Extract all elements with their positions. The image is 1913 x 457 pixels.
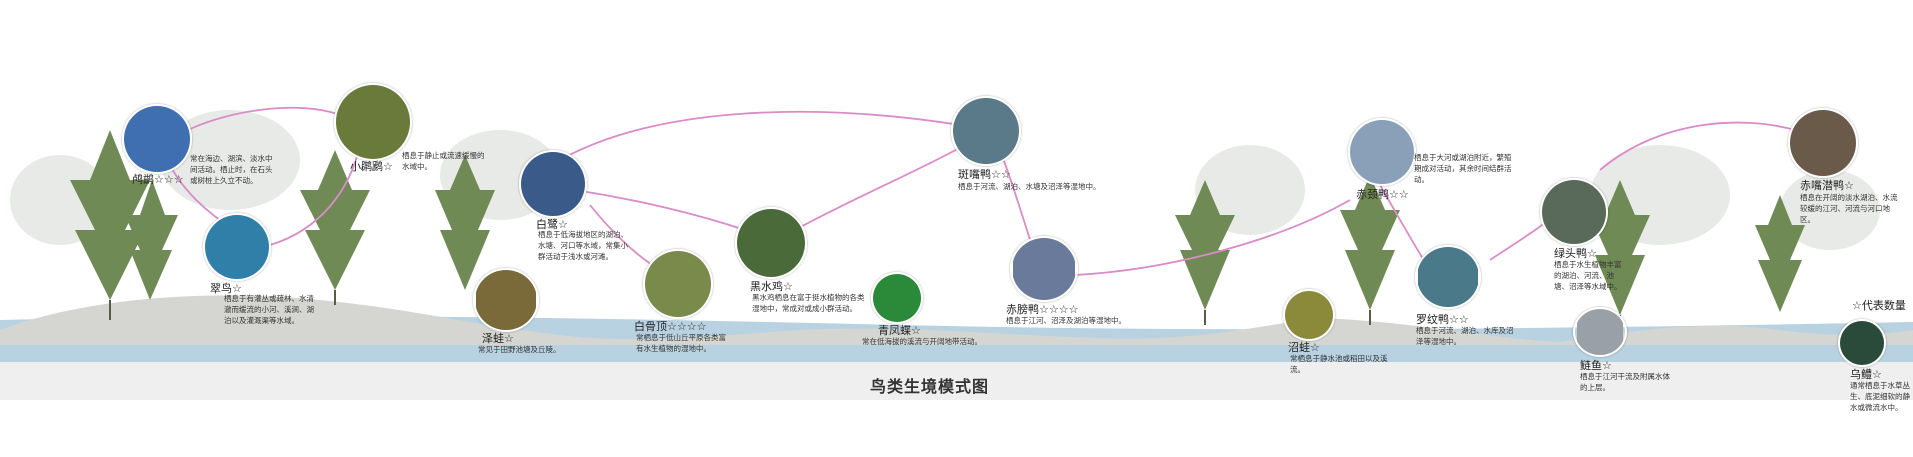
- species-desc: 常栖息于低山丘平原各类富有水生植物的湿地中。: [636, 333, 726, 353]
- species-desc: 常见于田野池塘及丘陵。: [478, 345, 561, 354]
- falcated-duck-icon: [1415, 245, 1481, 309]
- species-desc: 栖息于江河、沼泽及湖泊等湿地中。: [1006, 316, 1126, 325]
- species-name: 黑水鸡☆: [750, 280, 793, 293]
- species-name: 赤膀鸭☆☆☆☆: [1006, 303, 1079, 316]
- species-desc: 常栖息于静水池或稻田以及溪流。: [1290, 354, 1388, 374]
- species-name: 赤颈鸭☆☆: [1356, 188, 1409, 201]
- species-desc: 栖息于低海拔地区的湖泊、水塘、河口等水域，常集小群活动于浅水或河滩。: [538, 230, 628, 261]
- little-grebe-icon: [334, 83, 412, 161]
- spot-billed-duck-icon: [951, 96, 1021, 166]
- species-desc: 黑水鸡栖息在富于挺水植物的各类湿地中，常成对或成小群活动。: [752, 293, 865, 313]
- coot-icon: [643, 249, 713, 319]
- cormorant-icon: [122, 104, 192, 174]
- diagram-title: 鸟类生境模式图: [870, 377, 990, 396]
- species-name: 小䴙䴘☆: [350, 160, 393, 173]
- silver-carp-icon: [1573, 307, 1627, 357]
- species-desc: 栖息于河流、湖泊、水塘及沼泽等湿地中。: [958, 182, 1101, 191]
- legend-star-meaning: ☆代表数量: [1852, 299, 1906, 312]
- mallard-icon: [1540, 178, 1608, 246]
- species-desc: 栖息于大河或湖泊附近，繁殖期成对活动，其余时间结群活动。: [1414, 153, 1512, 184]
- species-name: 乌鳢☆: [1850, 368, 1882, 381]
- species-name: 赤嘴潜鸭☆: [1800, 179, 1854, 192]
- swallowtail-butterfly-icon: [871, 272, 923, 324]
- species-desc: 常在海边、湖滨、淡水中间活动。栖止时，在石头或树桩上久立不动。: [190, 154, 273, 185]
- species-desc: 栖息于河流、湖泊、水库及沼泽等湿地中。: [1416, 326, 1514, 346]
- species-name: 泽蛙☆: [482, 332, 514, 345]
- species-name: 青凤蝶☆: [878, 324, 921, 337]
- species-name: 鸬鹚☆☆☆: [132, 173, 184, 186]
- species-desc: 栖息于静止或流速缓慢的水域中。: [402, 151, 485, 171]
- species-desc: 栖息于江河干流及附属水体的上层。: [1580, 372, 1670, 392]
- gadwall-icon: [1010, 236, 1078, 302]
- species-name: 白鹭☆: [536, 218, 568, 231]
- species-name: 翠鸟☆: [210, 282, 242, 295]
- species-desc: 栖息在开阔的淡水湖泊、水流较缓的江河、河流与河口地区。: [1800, 193, 1898, 224]
- kingfisher-icon: [203, 213, 271, 281]
- snakehead-fish-icon: [1838, 319, 1886, 367]
- marsh-frog-icon: [1283, 289, 1335, 341]
- species-desc: 通常栖息于水草丛生、底泥细软的静水或微流水中。: [1850, 381, 1910, 412]
- ground-hills: [0, 295, 1913, 345]
- species-name: 罗纹鸭☆☆: [1416, 313, 1469, 326]
- species-desc: 栖息于有灌丛或疏林、水清澈而缓流的小河、溪涧、湖泊以及灌溉渠等水域。: [224, 294, 314, 325]
- egret-icon: [519, 150, 587, 218]
- wigeon-icon: [1348, 118, 1416, 186]
- species-name: 鲢鱼☆: [1580, 359, 1612, 372]
- species-name: 白骨顶☆☆☆☆: [634, 320, 707, 333]
- species-name: 斑嘴鸭☆☆: [958, 168, 1011, 181]
- rice-frog-icon: [473, 268, 539, 332]
- foreground-shadow: [0, 362, 1913, 400]
- species-name: 沼蛙☆: [1288, 341, 1320, 354]
- red-crested-pochard-icon: [1788, 108, 1858, 178]
- species-name: 绿头鸭☆: [1554, 247, 1597, 260]
- moorhen-icon: [735, 207, 807, 279]
- species-desc: 常在低海拔的溪流与开阔地带活动。: [862, 337, 982, 346]
- species-desc: 栖息于水生植物丰富的湖泊、河流、池塘、沼泽等水域中。: [1554, 260, 1622, 291]
